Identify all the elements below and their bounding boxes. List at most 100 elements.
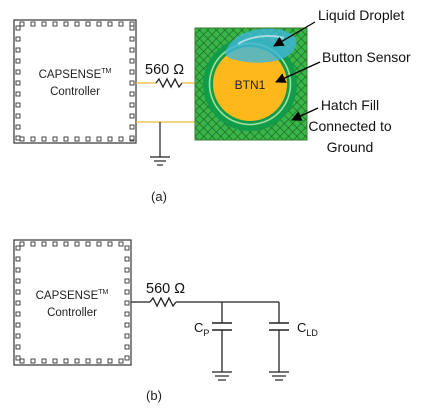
chip-pin <box>124 256 130 262</box>
chip-pin <box>74 358 80 364</box>
chip-pin <box>15 311 21 317</box>
chip-pin <box>124 311 130 317</box>
resistor-b <box>149 296 177 308</box>
chip-pin <box>96 136 102 142</box>
chip-pin <box>15 91 21 97</box>
callout-hatch-line3: Ground <box>327 139 374 155</box>
controller-label-line1-b: CAPSENSETM <box>36 289 109 302</box>
chip-pin <box>15 69 21 75</box>
chip-pin <box>129 91 135 97</box>
chip-pin <box>41 21 47 27</box>
chip-pin <box>129 124 135 130</box>
chip-pin <box>41 358 47 364</box>
chip-pin <box>85 136 91 142</box>
chip-pin <box>129 25 135 31</box>
chip-pin <box>15 289 21 295</box>
chip-pin <box>15 278 21 284</box>
resistor-label-a: 560 Ω <box>145 62 184 78</box>
chip-pin <box>19 21 25 27</box>
chip-pin <box>129 135 135 141</box>
chip-pin <box>41 241 47 247</box>
figure-b: CAPSENSETM Controller 560 Ω CP <box>13 239 318 403</box>
chip-pin <box>74 241 80 247</box>
controller-pins-a <box>15 21 135 142</box>
chip-pin <box>15 267 21 273</box>
chip-pin <box>15 80 21 86</box>
callout-sensor-arrow <box>275 61 321 83</box>
chip-pin <box>129 113 135 119</box>
chip-pin <box>96 21 102 27</box>
chip-pin <box>118 241 124 247</box>
chip-pin <box>15 256 21 262</box>
chip-pin <box>30 21 36 27</box>
chip-pin <box>15 25 21 31</box>
controller-chip-a: CAPSENSETM Controller <box>13 19 137 144</box>
chip-pin <box>30 358 36 364</box>
controller-label-line2-b: Controller <box>47 307 97 319</box>
controller-body-a <box>13 19 137 144</box>
chip-pin <box>15 300 21 306</box>
controller-pins-b <box>15 241 130 364</box>
chip-pin <box>15 322 21 328</box>
chip-pin <box>15 344 21 350</box>
button-sensor-label: BTN1 <box>235 78 266 92</box>
callout-droplet-label: Liquid Droplet <box>318 7 404 23</box>
chip-pin <box>118 21 124 27</box>
capacitor-cld-label: CLD <box>297 320 318 338</box>
chip-pin <box>52 241 58 247</box>
chip-pin <box>124 245 130 251</box>
chip-pin <box>129 58 135 64</box>
chip-pin <box>63 136 69 142</box>
chip-pin <box>118 136 124 142</box>
capacitor-cp <box>212 302 232 381</box>
resistor-label-b: 560 Ω <box>146 281 185 297</box>
callout-hatch-line2: Connected to <box>308 118 391 134</box>
controller-chip-b: CAPSENSETM Controller <box>13 239 132 366</box>
chip-pin <box>15 333 21 339</box>
controller-body-b <box>13 239 132 366</box>
capacitor-cp-label: CP <box>194 320 209 338</box>
chip-pin <box>30 241 36 247</box>
chip-pin <box>124 355 130 361</box>
chip-pin <box>52 21 58 27</box>
callout-hatch-line1: Hatch Fill <box>321 97 379 113</box>
chip-pin <box>85 21 91 27</box>
chip-pin <box>63 241 69 247</box>
chip-pin <box>107 21 113 27</box>
chip-pin <box>85 241 91 247</box>
chip-pin <box>118 358 124 364</box>
caption-a: (a) <box>151 189 167 204</box>
chip-pin <box>63 358 69 364</box>
chip-pin <box>19 241 25 247</box>
controller-label-line1-a: CAPSENSETM <box>39 68 112 81</box>
ground-symbol-a <box>150 156 170 166</box>
chip-pin <box>107 358 113 364</box>
chip-pin <box>15 113 21 119</box>
chip-pin <box>74 136 80 142</box>
controller-label-line2-a: Controller <box>50 86 100 98</box>
chip-pin <box>129 80 135 86</box>
capacitor-cld <box>269 302 289 381</box>
resistor-a <box>155 77 183 89</box>
chip-pin <box>107 241 113 247</box>
chip-pin <box>15 124 21 130</box>
chip-pin <box>30 136 36 142</box>
chip-pin <box>124 267 130 273</box>
chip-pin <box>15 36 21 42</box>
figure-a: CAPSENSETM Controller 560 Ω BTN1 Liquid … <box>13 7 411 204</box>
chip-pin <box>52 136 58 142</box>
callout-hatch-arrow <box>291 107 319 121</box>
chip-pin <box>124 333 130 339</box>
callout-droplet-arrow <box>273 21 316 47</box>
chip-pin <box>124 322 130 328</box>
chip-pin <box>15 245 21 251</box>
chip-pin <box>52 358 58 364</box>
chip-pin <box>63 21 69 27</box>
callout-sensor-label: Button Sensor <box>322 49 411 65</box>
chip-pin <box>107 136 113 142</box>
chip-pin <box>129 21 135 27</box>
chip-pin <box>15 355 21 361</box>
chip-pin <box>85 358 91 364</box>
